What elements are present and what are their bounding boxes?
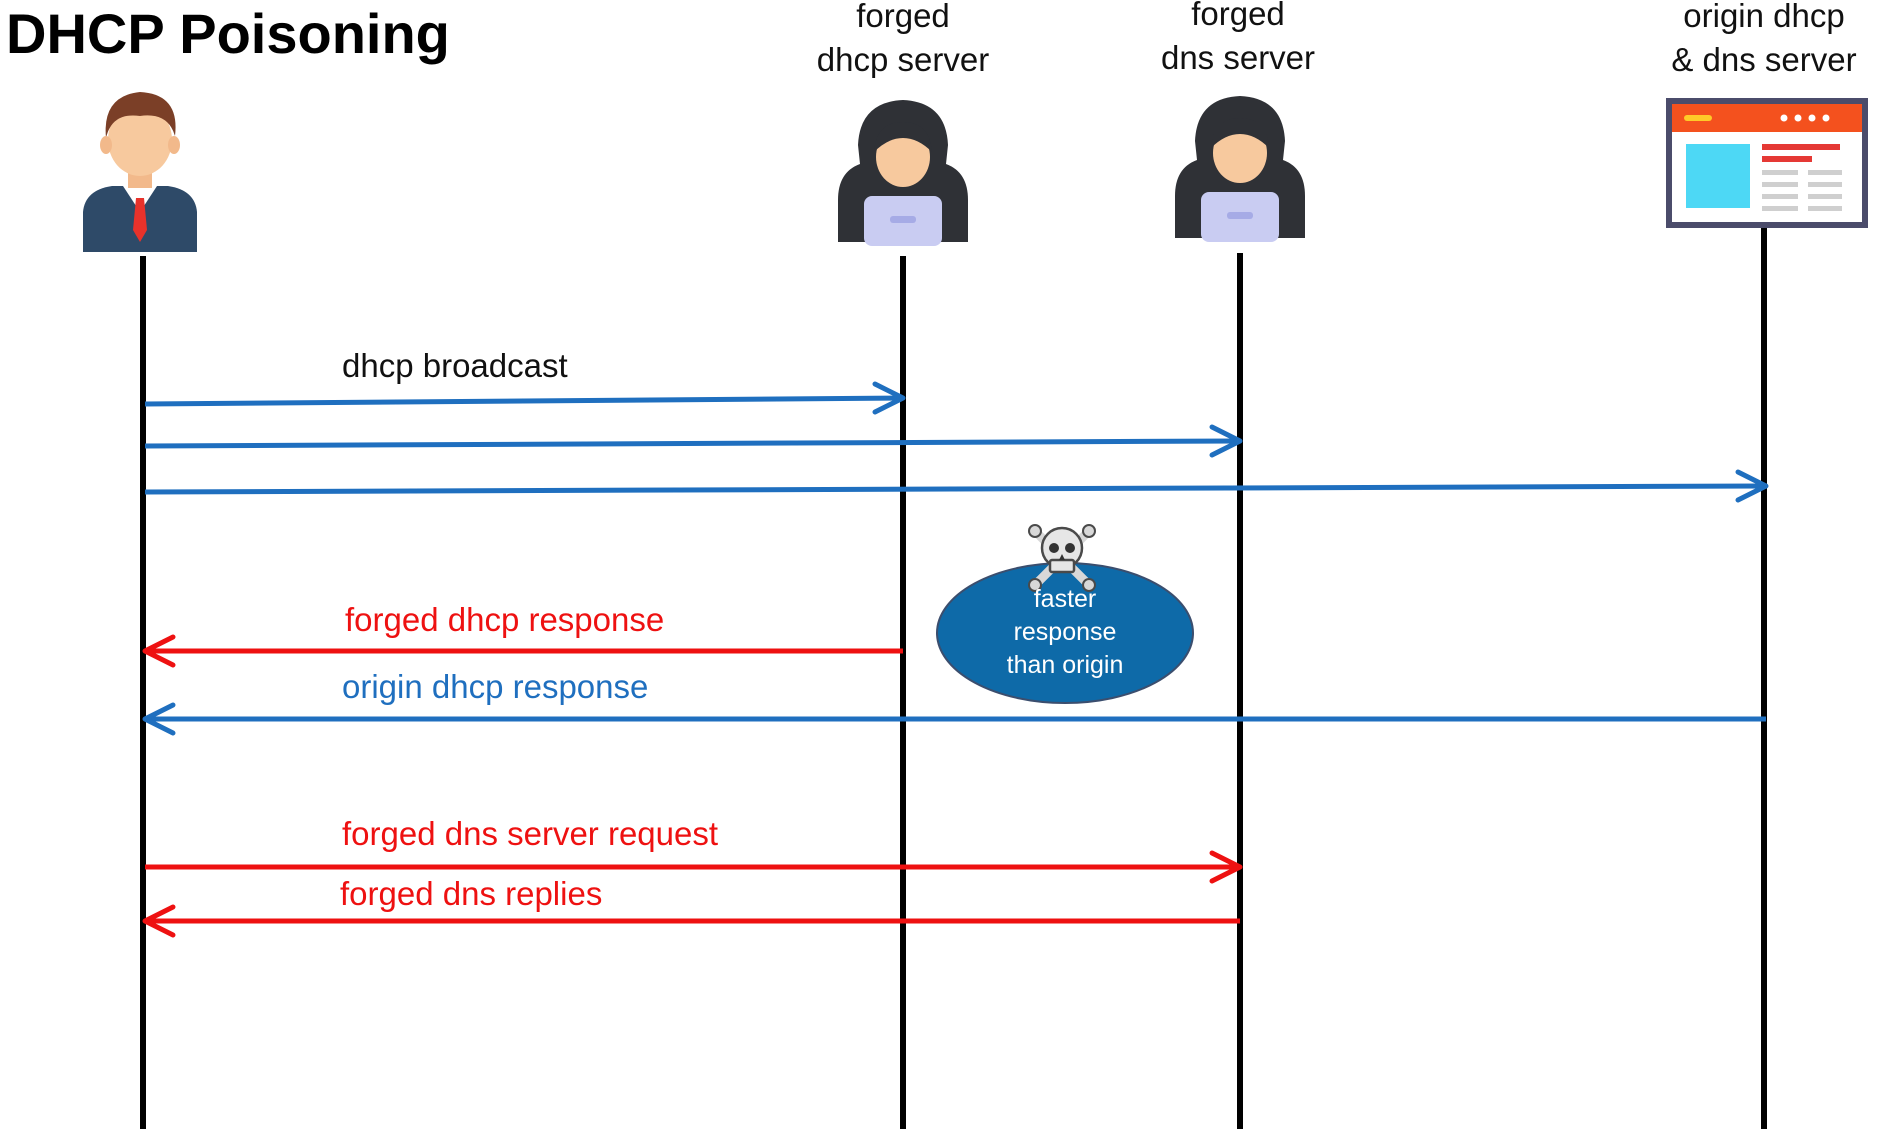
actor-label-line: dhcp server — [816, 41, 990, 78]
actor-label-line: forged — [856, 0, 950, 34]
actor-label-origin: origin dhcp & dns server — [1614, 0, 1898, 82]
message-arrow — [145, 850, 1243, 884]
actor-label-line: origin dhcp — [1683, 0, 1845, 34]
message-label-forged-dhcp-response: forged dhcp response — [345, 601, 665, 638]
message-label-dhcp-broadcast: dhcp broadcast — [342, 347, 568, 384]
browser-window-icon — [1666, 98, 1868, 228]
message-line — [144, 483, 1765, 495]
arrowhead — [872, 381, 906, 415]
message-arrow — [144, 469, 1769, 503]
message-label-origin-dhcp-response: origin dhcp response — [342, 668, 649, 705]
arrowhead — [1735, 469, 1769, 503]
hacker-icon — [838, 100, 968, 246]
message-arrow — [142, 634, 903, 668]
message-label-forged-dns-request: forged dns server request — [342, 815, 719, 852]
arrowhead — [1209, 424, 1243, 458]
message-line — [144, 438, 1239, 449]
page-title: DHCP Poisoning — [6, 2, 450, 65]
note-text: faster response than origin — [935, 583, 1195, 682]
arrowhead — [142, 634, 176, 668]
message-arrow — [142, 702, 1766, 736]
actor-label-forged-dhcp: forged dhcp server — [753, 0, 1053, 82]
arrowhead — [142, 904, 176, 938]
arrowhead — [142, 702, 176, 736]
message-label-forged-dns-replies: forged dns replies — [340, 875, 603, 912]
skull-crossbones-icon — [1028, 524, 1096, 592]
message-arrow — [142, 904, 1240, 938]
actor-label-forged-dns: forged dns server — [1088, 0, 1388, 80]
actor-label-line: & dns server — [1671, 41, 1857, 78]
user-icon — [83, 92, 197, 252]
note-line: faster — [1033, 585, 1097, 613]
note-line: response — [1013, 618, 1117, 646]
message-line — [144, 395, 902, 407]
actor-label-line: dns server — [1160, 39, 1316, 76]
actor-label-line: forged — [1191, 0, 1285, 32]
note-line: than origin — [1006, 651, 1124, 679]
message-arrow — [144, 381, 906, 415]
message-arrow — [144, 424, 1243, 458]
hacker-icon — [1175, 96, 1305, 242]
arrowhead — [1209, 850, 1243, 884]
